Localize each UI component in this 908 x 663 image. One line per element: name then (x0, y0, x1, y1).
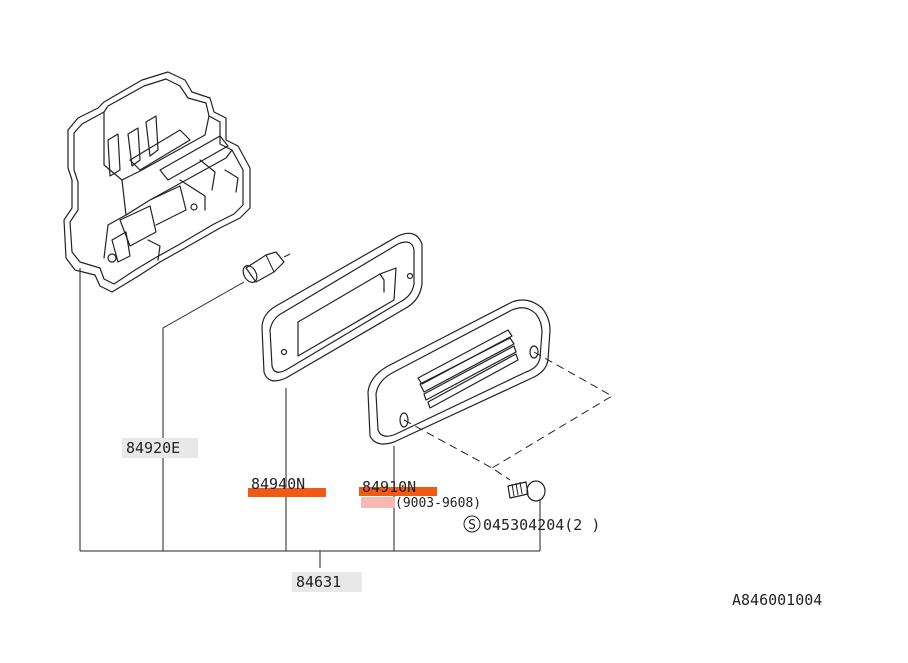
bulb-drawing (242, 251, 291, 283)
lens-highlight (359, 487, 437, 496)
label-lens-range: (9003-9608) (395, 496, 481, 511)
lens-range-highlight (361, 497, 395, 508)
label-lens: 84910N (362, 478, 416, 496)
gasket-drawing (261, 232, 423, 382)
screw-drawing (507, 480, 546, 502)
gasket-highlight (248, 488, 326, 497)
alignment-lines (403, 351, 613, 481)
leader-lines (79, 268, 541, 568)
label-screw: 045304204(2 ) (483, 516, 600, 534)
housing-drawing (63, 71, 251, 293)
label-housing: 84920E (126, 439, 180, 457)
screw-symbol-circle (463, 515, 481, 533)
label-screw-symbol: S (468, 518, 476, 533)
assembly-label-bg (292, 572, 362, 592)
housing-label-bg (122, 438, 198, 458)
diagram-code: A846001004 (732, 591, 822, 609)
label-assembly: 84631 (296, 573, 341, 591)
label-gasket: 84940N (251, 475, 305, 493)
lens-drawing (367, 299, 551, 445)
